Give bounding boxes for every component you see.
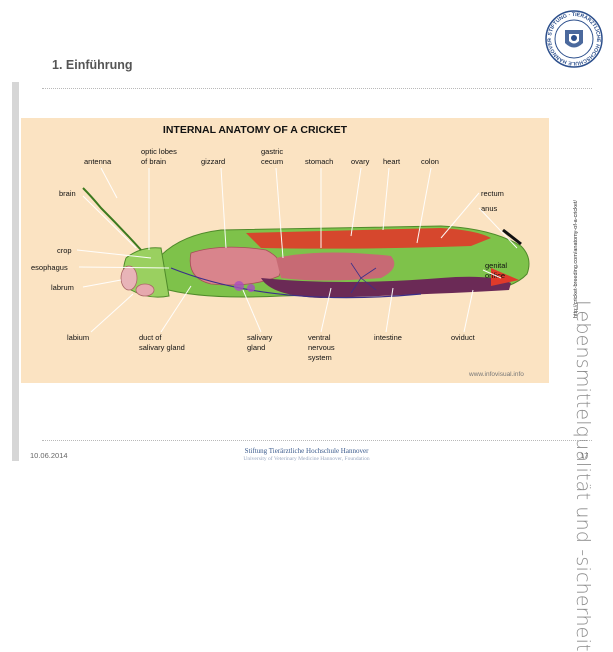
cricket-illustration xyxy=(83,188,529,298)
label-ventral-3: system xyxy=(308,353,332,362)
university-seal-logo: · STIFTUNG · TIERÄRZTLICHE HOCHSCHULE HA… xyxy=(545,10,603,68)
label-labrum: labrum xyxy=(51,283,74,292)
label-gizzard: gizzard xyxy=(201,157,225,166)
label-intestine: intestine xyxy=(374,333,402,342)
slide-heading: 1. Einführung xyxy=(52,58,133,72)
label-genital-orifice-1: genital xyxy=(485,261,507,270)
label-antenna: antenna xyxy=(84,157,112,166)
label-heart: heart xyxy=(383,157,401,166)
figure-watermark: www.infovisual.info xyxy=(468,371,524,378)
label-labium: labium xyxy=(67,333,89,342)
label-oviduct: oviduct xyxy=(451,333,476,342)
label-duct-1: duct of xyxy=(139,333,162,342)
cricket-anatomy-figure: INTERNAL ANATOMY OF A CRICKET xyxy=(21,118,549,383)
header-divider xyxy=(42,88,592,89)
figure-title: INTERNAL ANATOMY OF A CRICKET xyxy=(163,124,348,136)
label-ovary: ovary xyxy=(351,157,370,166)
vertical-section-title: Lebensmittelqualität und -sicherheit xyxy=(572,300,594,652)
label-brain: brain xyxy=(59,189,76,198)
slide: 1. Einführung · STIFTUNG · TIERÄRZTLICHE… xyxy=(0,0,613,461)
label-ventral-2: nervous xyxy=(308,343,335,352)
footer-institution: Stiftung Tierärztliche Hochschule Hannov… xyxy=(0,447,613,455)
label-rectum: rectum xyxy=(481,189,504,198)
label-gastric-cecum-1: gastric xyxy=(261,147,283,156)
label-esophagus: esophagus xyxy=(31,263,68,272)
label-salivary-gland-2: gland xyxy=(247,343,265,352)
page-number: 17 xyxy=(580,451,588,460)
label-optic-lobes-1: optic lobes xyxy=(141,147,177,156)
label-duct-2: salivary gland xyxy=(139,343,185,352)
footer-divider xyxy=(42,440,592,441)
label-stomach: stomach xyxy=(305,157,333,166)
label-ventral-1: ventral xyxy=(308,333,331,342)
label-colon: colon xyxy=(421,157,439,166)
label-gastric-cecum-2: cecum xyxy=(261,157,283,166)
label-anus: anus xyxy=(481,204,498,213)
label-salivary-gland-1: salivary xyxy=(247,333,273,342)
left-accent-bar xyxy=(12,82,19,461)
label-crop: crop xyxy=(57,246,72,255)
footer-institution-sub: University of Veterinary Medicine Hannov… xyxy=(0,456,613,462)
label-optic-lobes-2: of brain xyxy=(141,157,166,166)
